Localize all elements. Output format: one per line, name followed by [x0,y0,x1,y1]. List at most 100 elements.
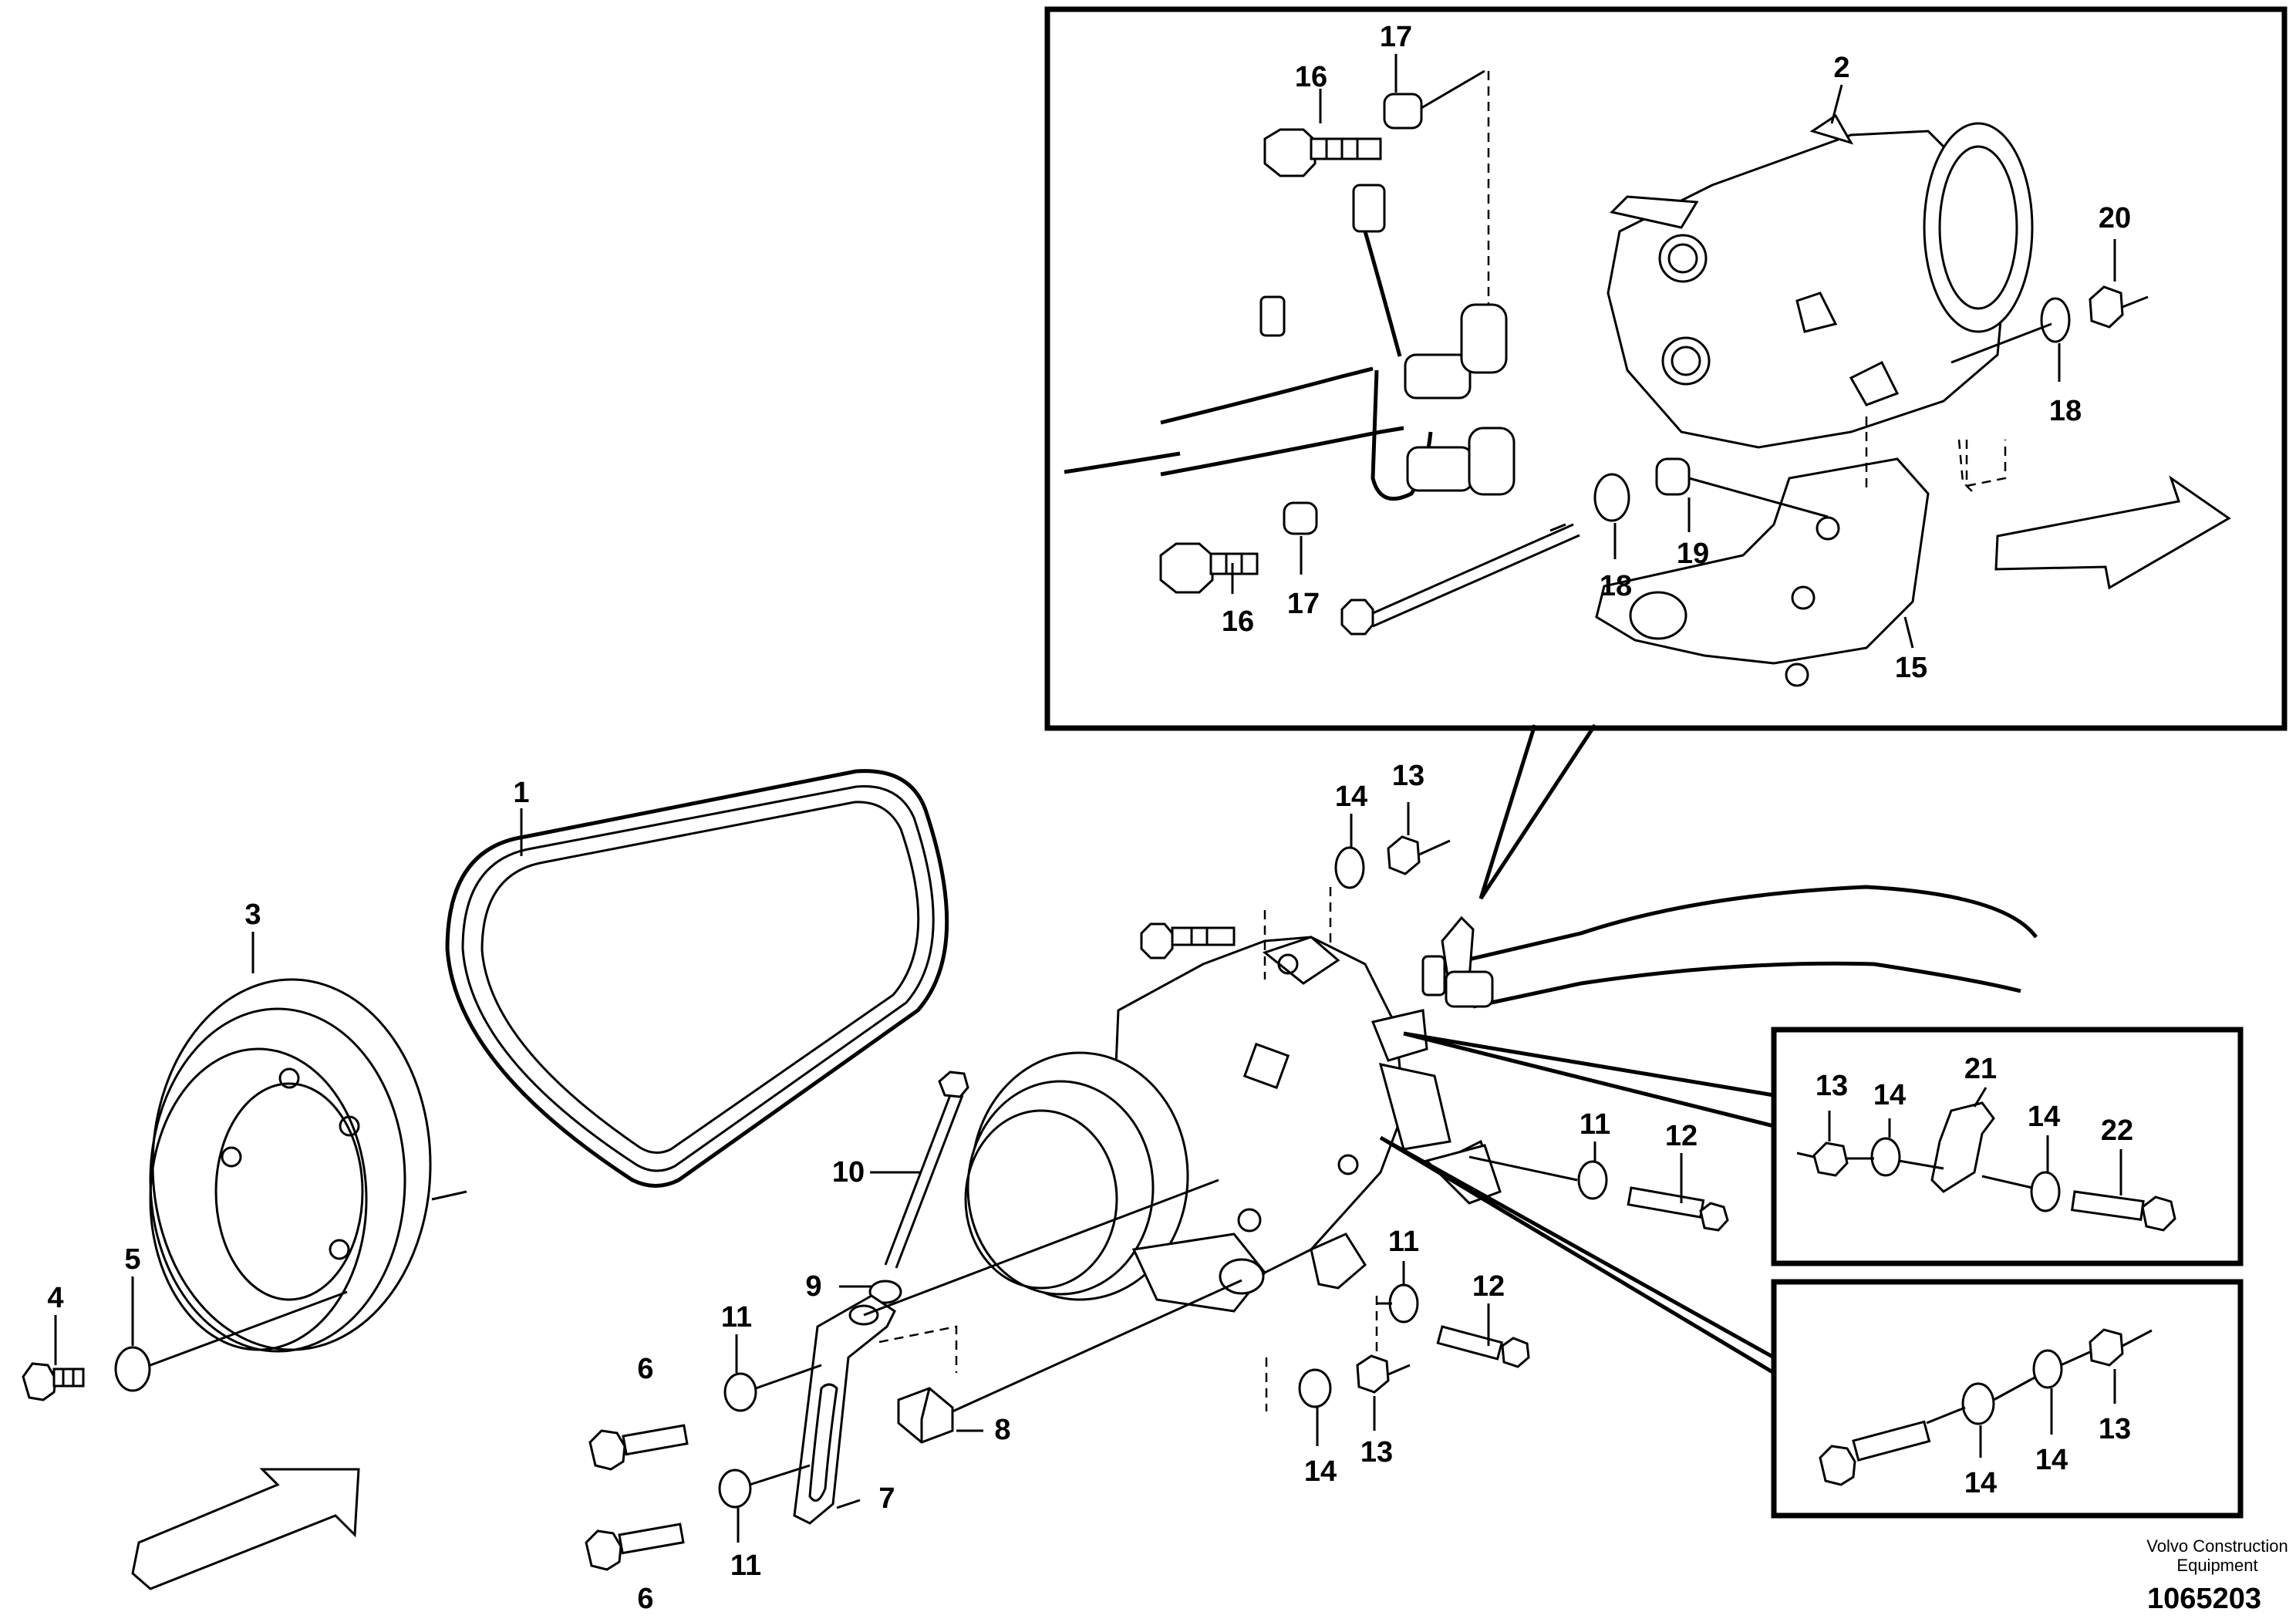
label-13-lower-inset: 13 [2099,1413,2131,1445]
label-8: 8 [994,1414,1010,1446]
washer-14-lower-inset-b [2032,1349,2063,1389]
label-13-lower: 13 [1360,1436,1393,1469]
washer-14-lower [1298,1368,1332,1408]
bolt-16-upper [1263,128,1382,177]
adjust-bracket [793,1294,896,1525]
bolt-12-lower [1436,1325,1530,1368]
service-valve [1259,295,1286,337]
inset-callout-pointer [1478,723,1597,900]
view-direction-arrow-inset [1994,475,2231,590]
label-14-lower: 14 [1304,1455,1337,1488]
washer-9 [868,1280,902,1304]
clamp-21 [1930,1101,1995,1193]
washer-14-inset-a [1870,1137,1901,1177]
hose-fitting-upper [1404,353,1472,400]
rod-10 [884,1071,969,1269]
bolt-12-right [1627,1186,1729,1232]
washer-18-lower [1593,473,1630,522]
label-10: 10 [832,1156,865,1189]
label-18-lower: 18 [1600,570,1632,602]
discharge-hose [1160,426,1404,477]
through-bolt [1340,523,1580,636]
washer-14-lower-inset-a [1961,1382,1995,1425]
figure-number: 1065203 [2147,1583,2261,1615]
label-16-lower: 16 [1222,605,1254,638]
inset-callout-pointer-lower [1379,1135,1775,1375]
washer-5 [114,1346,151,1392]
spacer-17-upper [1383,93,1423,130]
nut-13-lower [1356,1354,1390,1394]
view-direction-arrow [131,1468,360,1590]
compressor [964,936,1502,1313]
spacer-block-8 [897,1387,954,1444]
nut-13-inset [1812,1141,1849,1177]
label-11-right: 11 [1580,1108,1610,1141]
bolt-16-lower [1159,542,1259,594]
bolt-6-upper [588,1424,689,1471]
label-21: 21 [1964,1053,1997,1085]
bolt-top-main [1140,922,1236,959]
label-7: 7 [878,1482,895,1515]
label-17-lower: 17 [1287,588,1320,620]
spacer-17-lower [1283,501,1318,535]
label-18-upper: 18 [2049,395,2082,427]
right-inset-lower: 14 14 13 [1771,1279,2244,1519]
washer-11-lower-right [1388,1283,1419,1324]
label-4: 4 [47,1282,63,1314]
label-16-upper: 16 [1295,61,1327,93]
label-17-upper: 17 [1380,21,1412,53]
bolt-inset-lower [1819,1420,1931,1486]
pulley [149,978,467,1353]
top-inset: 16 17 2 20 18 16 17 18 19 15 [1044,6,2288,731]
pipe-bend [1363,231,1402,357]
brand-line-1: Volvo Construction [2146,1536,2288,1556]
nut-13-lower-inset [2089,1328,2124,1367]
washer-11-lower-left [718,1469,752,1509]
suction-hose [1160,366,1374,425]
spacer-19 [1655,457,1691,496]
label-14-top: 14 [1335,781,1367,813]
label-19: 19 [1677,538,1709,570]
main-assembly: 1 3 4 5 10 9 8 7 6 6 11 11 14 13 11 12 1… [22,760,2038,1615]
label-9: 9 [805,1270,821,1303]
washer-14-top [1334,846,1365,889]
right-inset-upper: 13 14 21 14 22 [1771,1027,2244,1266]
label-11-lower-right: 11 [1388,1226,1419,1258]
drive-belt [445,769,949,1188]
label-12-lower: 12 [1472,1270,1505,1303]
bolt-22 [2070,1190,2176,1232]
label-14-inset-a: 14 [1873,1079,1906,1111]
label-15: 15 [1895,652,1927,684]
bolt-4 [22,1362,85,1401]
inset-callout-pointer-upper [1403,1031,1775,1128]
washer-18-upper [2040,297,2071,343]
washer-11-right [1577,1160,1608,1200]
bolt-6-lower [585,1523,685,1571]
label-12-right: 12 [1665,1120,1698,1152]
hose-fitting-lower [1406,446,1474,492]
brand-line-2: Equipment [2176,1556,2257,1575]
label-3: 3 [244,899,261,931]
label-1: 1 [513,777,529,809]
label-22: 22 [2101,1114,2133,1147]
label-2: 2 [1833,52,1849,84]
label-6-upper: 6 [637,1353,653,1385]
label-14-lower-inset-b: 14 [2035,1444,2068,1476]
nut-20 [2089,285,2124,329]
hose-upper-main [1465,885,2038,963]
nut-13-top [1387,835,1421,875]
label-11-lower-left: 11 [730,1549,761,1582]
compressor-detail [1607,113,2034,449]
label-5: 5 [124,1243,140,1276]
washer-11-upper-left [723,1372,757,1412]
label-14-lower-inset-a: 14 [1964,1467,1997,1499]
label-20: 20 [2099,202,2131,234]
footer: Volvo Construction Equipment 1065203 [2146,1536,2288,1615]
washer-14-inset-b [2030,1171,2061,1212]
label-13-inset: 13 [1816,1070,1848,1102]
label-13-top: 13 [1392,760,1424,792]
label-6-lower: 6 [637,1583,653,1615]
label-11-upper-left: 11 [721,1301,752,1334]
label-14-inset-b: 14 [2028,1101,2060,1133]
